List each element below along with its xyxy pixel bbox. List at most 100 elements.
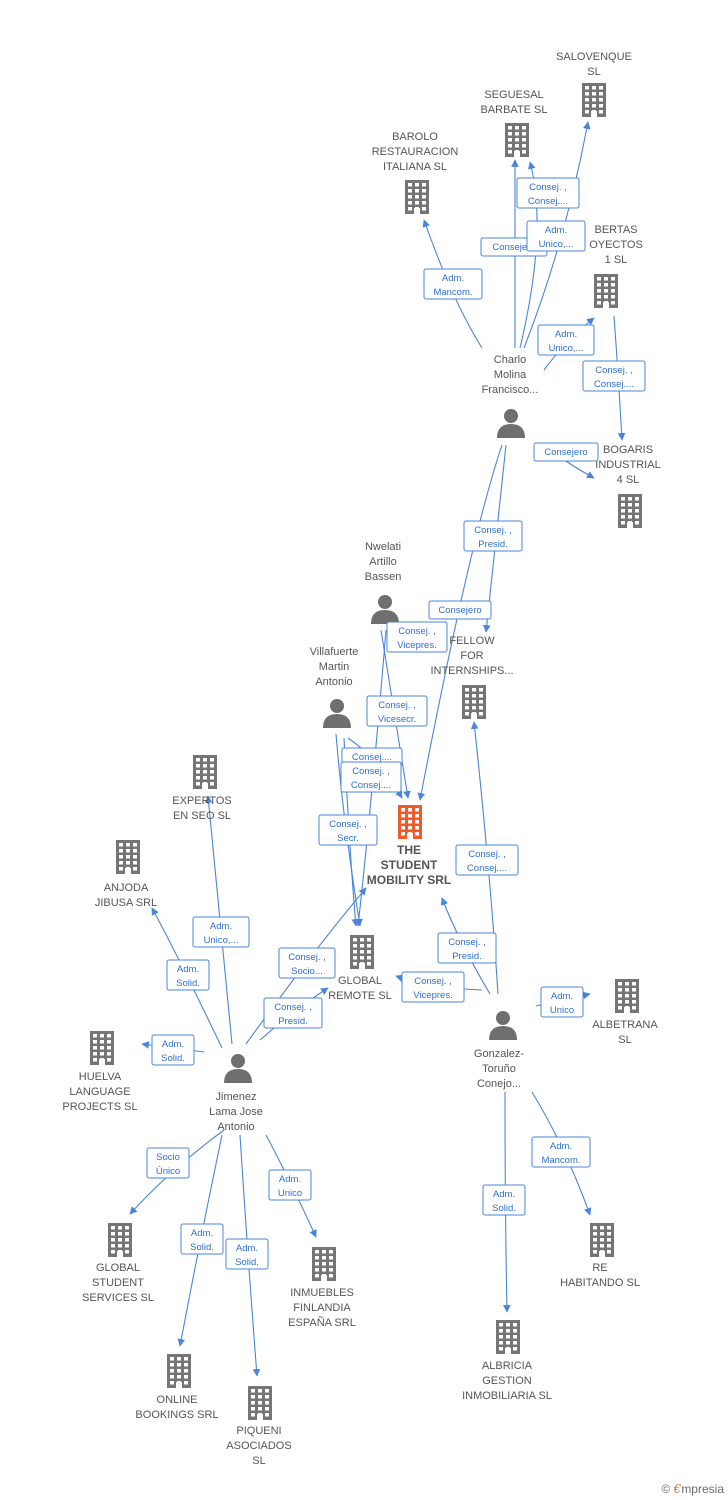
node-fellow[interactable]: FELLOWFORINTERNSHIPS...	[430, 635, 514, 719]
node-charlo[interactable]: CharloMolinaFrancisco...	[482, 354, 539, 438]
edge-role-label[interactable]: Adm.Solid.	[482, 1184, 526, 1216]
node-online[interactable]: ONLINE BOOKINGS SRL	[135, 1354, 219, 1421]
edge-role-label[interactable]: Consej. ,Vicesecr.	[366, 695, 428, 727]
node-label: BOOKINGS SRL	[135, 1409, 218, 1421]
edge-role-label[interactable]: Consej. ,Consej....	[340, 761, 402, 793]
edge-role-label[interactable]: Adm. Unico	[268, 1169, 312, 1201]
edge-role-text: Socio	[156, 1152, 180, 1163]
edge-role-label[interactable]: Adm.Unico	[540, 986, 584, 1018]
person-icon	[371, 595, 399, 624]
building-icon	[248, 1386, 272, 1420]
node-label: Molina	[494, 369, 527, 381]
person-icon	[224, 1054, 252, 1083]
edge-role-text: Solid.	[161, 1053, 185, 1064]
edge-role-text: Consej....	[352, 752, 392, 763]
edge-role-text: Adm.	[550, 1141, 572, 1152]
edge-role-label[interactable]: Adm.Mancom.	[423, 268, 483, 300]
node-label: ALBETRANA	[592, 1019, 658, 1031]
node-label: FOR	[460, 650, 483, 662]
edge-role-label[interactable]: Adm.Mancom.	[531, 1136, 591, 1168]
node-label: EXPERTOS	[172, 795, 232, 807]
edge-role-text: Adm.	[493, 1189, 515, 1200]
edge-role-label[interactable]: Consej. ,Presid.	[263, 997, 323, 1029]
edge-role-label[interactable]: Consej. ,Consej....	[455, 844, 519, 876]
edge-role-text: Consejero	[492, 242, 535, 253]
node-label: SERVICES SL	[82, 1292, 154, 1304]
edge-role-text: Consej. ,	[595, 365, 633, 376]
building-icon	[405, 180, 429, 214]
edge-role-label[interactable]: Adm.Unico,...	[192, 916, 250, 948]
edge-role-label[interactable]: Adm.Unico,...	[537, 324, 595, 356]
building-icon	[594, 274, 618, 308]
edge-role-label[interactable]: Adm.Solid.	[180, 1223, 224, 1255]
edge-role-label[interactable]: Consej. ,Presid.	[463, 520, 523, 552]
empresia-watermark: © €mpresia	[661, 1482, 724, 1496]
node-label: Villafuerte	[310, 646, 359, 658]
node-label: ASOCIADOS	[226, 1440, 291, 1452]
edge-role-text: Adm.	[545, 225, 567, 236]
building-icon	[462, 685, 486, 719]
node-label: Artillo	[369, 556, 397, 568]
edge-role-label[interactable]: Consejero	[533, 442, 599, 462]
node-label: JIBUSA SRL	[95, 897, 157, 909]
building-icon	[350, 935, 374, 969]
node-label: BOGARIS	[603, 444, 653, 456]
node-label: LANGUAGE	[69, 1086, 130, 1098]
node-gonzalez[interactable]: Gonzalez-ToruñoConejo...	[474, 1011, 524, 1090]
node-label: RE	[592, 1262, 607, 1274]
building-icon	[312, 1247, 336, 1281]
node-label: Francisco...	[482, 384, 539, 396]
node-label: SEGUESAL	[484, 89, 543, 101]
edge-role-label[interactable]: Adm. Unico,...	[526, 220, 586, 252]
edge-role-text: Vicepres.	[397, 640, 436, 651]
building-icon	[193, 755, 217, 789]
edge-role-label[interactable]: Consej. ,Consej....	[582, 360, 646, 392]
edge-role-label[interactable]: Consej. ,Vicepres.	[401, 971, 465, 1003]
edge-role-text: Mancom.	[433, 287, 472, 298]
node-label: Conejo...	[477, 1078, 521, 1090]
edge-role-label[interactable]: Adm.Solid.	[225, 1238, 269, 1270]
edge-role-label[interactable]: Consejero	[428, 600, 492, 620]
edge-role-label[interactable]: Adm.Solid.	[166, 959, 210, 991]
edge-role-label[interactable]: Consej. ,Socio...	[278, 947, 336, 979]
node-label: ONLINE	[157, 1394, 198, 1406]
edge-role-label[interactable]: Adm.Solid.	[151, 1034, 195, 1066]
edge-role-label[interactable]: Consej. ,Secr.	[318, 814, 378, 846]
node-label: Lama Jose	[209, 1106, 263, 1118]
node-label: Gonzalez-	[474, 1048, 524, 1060]
edge-role-text: Unico	[278, 1188, 302, 1199]
edge-role-text: Adm.	[279, 1174, 301, 1185]
node-label: FINLANDIA	[293, 1302, 351, 1314]
edge-role-label[interactable]: Consej. ,Vicepres.	[386, 621, 448, 653]
edge-role-text: Consej. ,	[274, 1002, 312, 1013]
edge-role-text: Unico,...	[539, 239, 574, 250]
node-label: FELLOW	[449, 635, 495, 647]
node-label: Charlo	[494, 354, 526, 366]
edge-role-label[interactable]: Consej. ,Presid.	[437, 932, 497, 964]
edge-role-label[interactable]: Consej. ,Consej....	[516, 177, 580, 209]
edge-role-text: Adm.	[210, 921, 232, 932]
node-label: Antonio	[217, 1121, 254, 1133]
node-label: 1 SL	[605, 254, 628, 266]
